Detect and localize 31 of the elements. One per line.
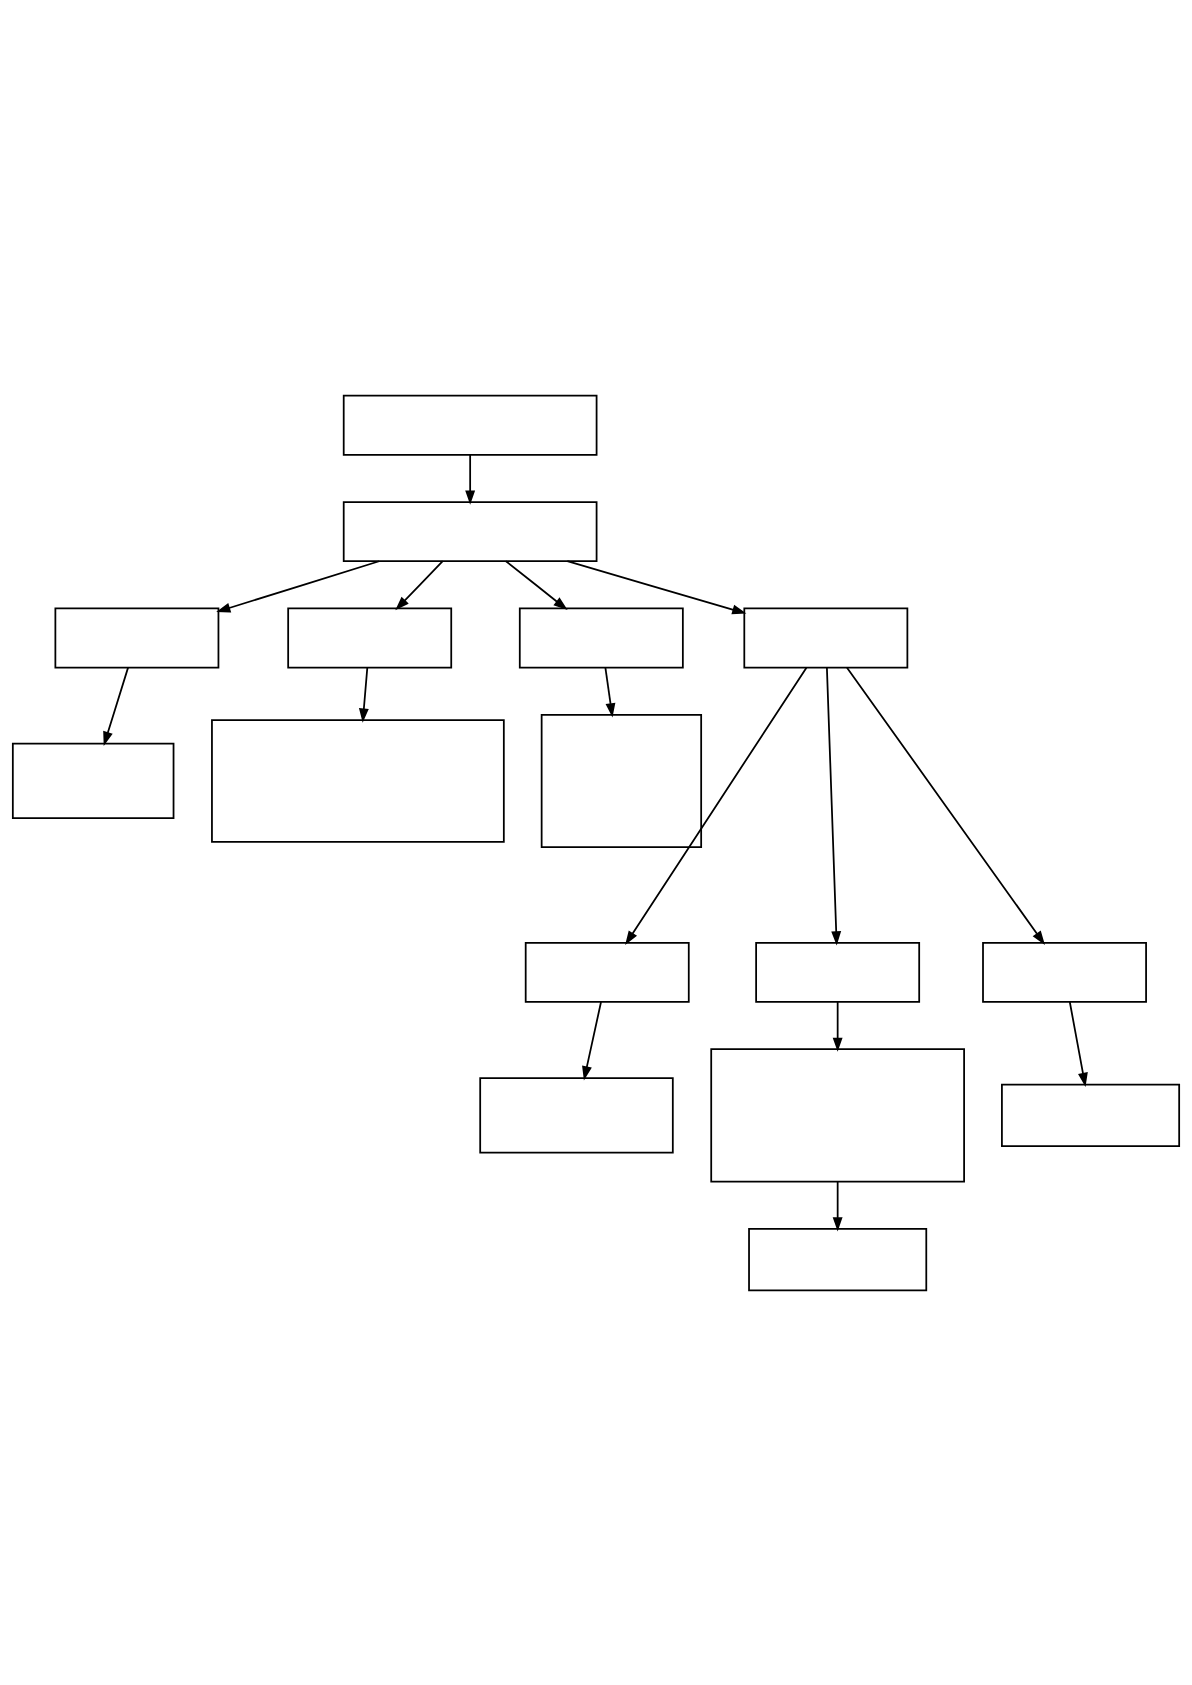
- arrow: [103, 666, 129, 746]
- node-box: [755, 941, 921, 1003]
- node-box: [54, 607, 220, 668]
- arrow: [826, 666, 842, 945]
- node-box: [287, 607, 453, 668]
- arrow: [505, 559, 568, 610]
- arrow: [604, 666, 616, 717]
- node-box: [524, 941, 690, 1003]
- arrow: [216, 559, 380, 613]
- node-box: [342, 500, 598, 562]
- node-box: [479, 1076, 674, 1153]
- arrow: [582, 1000, 602, 1080]
- node-box: [518, 607, 684, 668]
- arrow: [1068, 1000, 1088, 1087]
- node-box: [748, 1227, 928, 1291]
- arrow: [465, 453, 476, 505]
- arrow: [832, 1180, 843, 1231]
- arrow: [566, 559, 747, 614]
- arrow: [625, 666, 808, 945]
- node-box: [1001, 1083, 1181, 1147]
- arrow: [846, 666, 1045, 945]
- node-box: [342, 394, 598, 456]
- arrow: [832, 1000, 843, 1052]
- node-box: [211, 718, 505, 843]
- node-box: [11, 742, 175, 819]
- node-box: [540, 713, 703, 848]
- node-box: [743, 607, 909, 668]
- node-box: [982, 941, 1147, 1003]
- arrow: [358, 666, 369, 723]
- node-box: [710, 1047, 965, 1182]
- arrow: [395, 559, 444, 610]
